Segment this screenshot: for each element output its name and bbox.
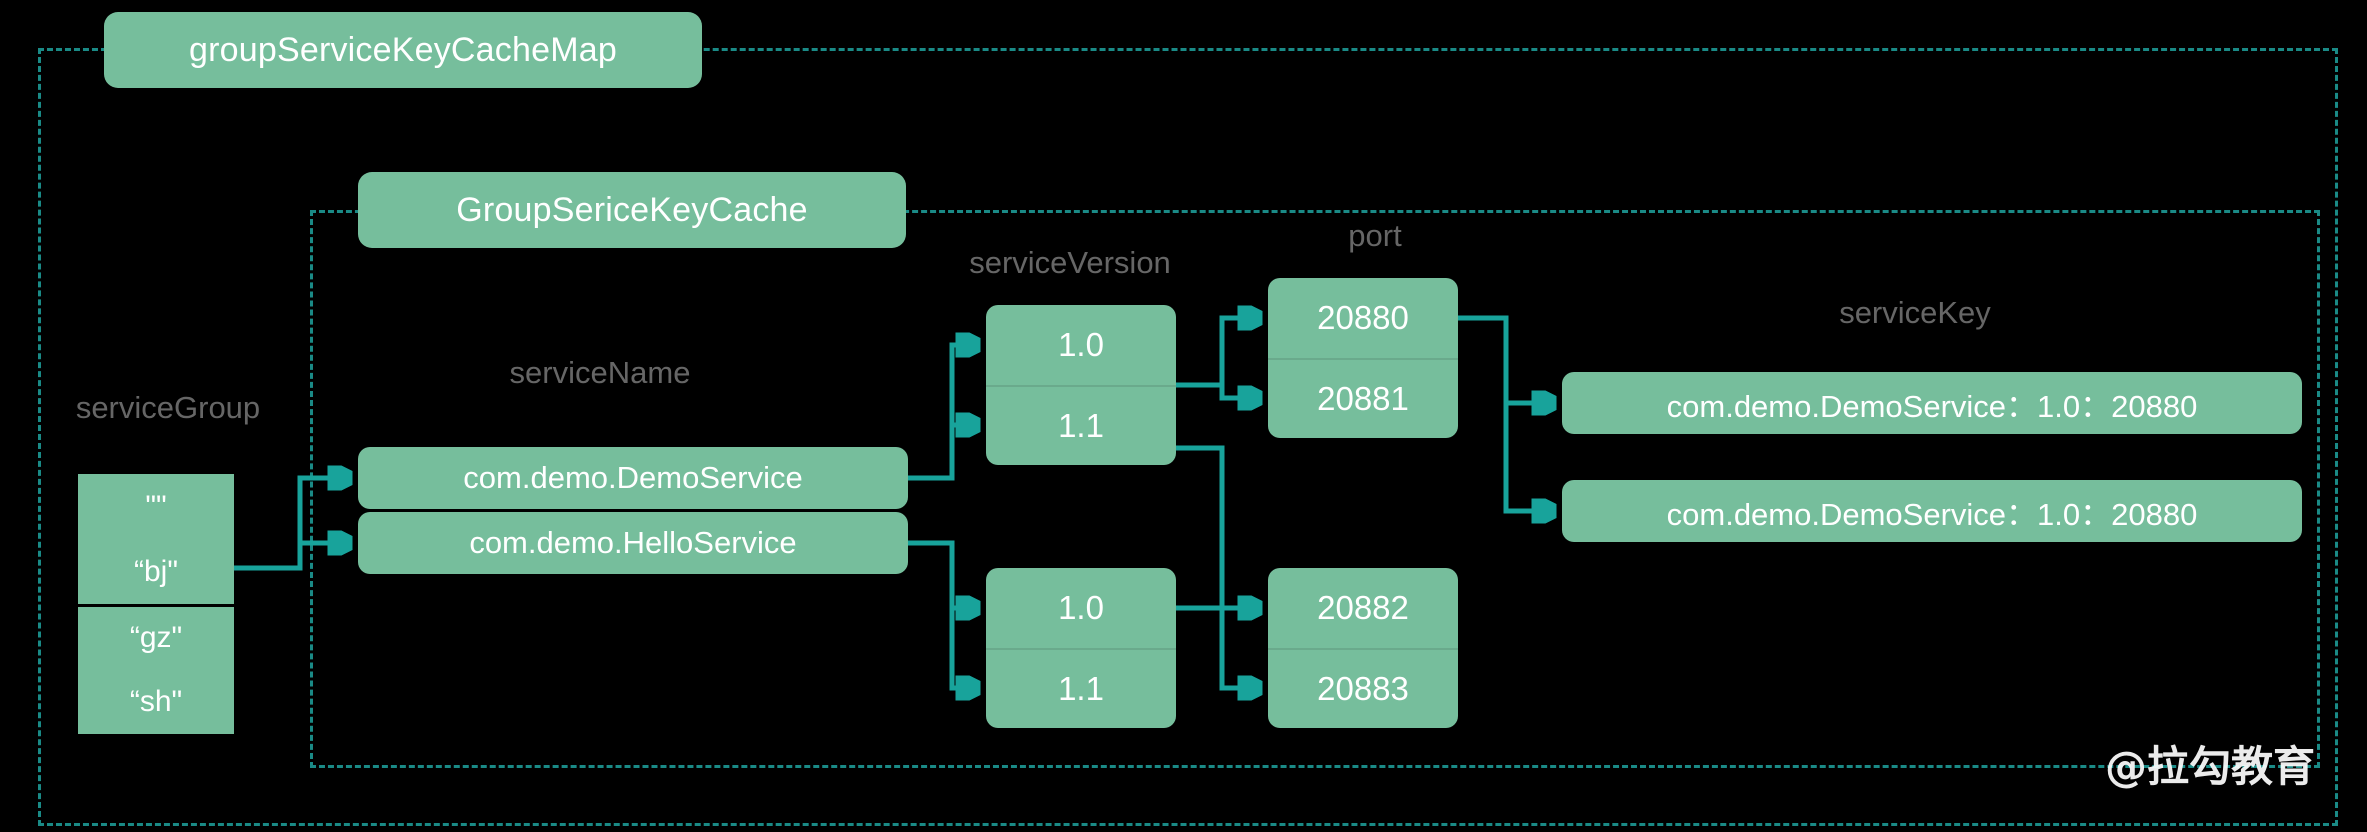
column-label-service-key: serviceKey (1839, 295, 1991, 330)
service-key-box-1: com.demo.DemoService：1.0：20880 (1562, 372, 2302, 434)
port-item: 20881 (1268, 358, 1458, 438)
service-group-item: “sh" (129, 684, 183, 718)
port-item: 20883 (1268, 648, 1458, 728)
service-version-item: 1.1 (986, 648, 1176, 728)
column-label-service-name: serviceName (509, 355, 691, 390)
service-key-box-2: com.demo.DemoService：1.0：20880 (1562, 480, 2302, 542)
service-group-item: "" (145, 489, 167, 523)
port-item: 20882 (1317, 589, 1409, 626)
service-group-item: “bj" (134, 554, 178, 588)
group-serice-key-cache-chip: GroupSericeKeyCache (358, 172, 906, 248)
service-version-stack-bottom: 1.0 1.1 (986, 568, 1176, 728)
watermark: @拉勾教育 (2104, 742, 2315, 791)
service-group-stack: "" “bj" “gz" “sh" (78, 474, 234, 734)
port-stack-bottom: 20882 20883 (1268, 568, 1458, 728)
service-name-demo-service: com.demo.DemoService (358, 447, 908, 509)
service-group-item: “gz" (78, 604, 234, 669)
port-item: 20880 (1317, 299, 1409, 336)
group-service-key-cache-map-chip: groupServiceKeyCacheMap (104, 12, 702, 88)
group-service-key-cache-map-container (38, 48, 2338, 826)
column-label-service-group: serviceGroup (75, 390, 261, 425)
column-label-port: port (1348, 218, 1402, 253)
port-stack-top: 20880 20881 (1268, 278, 1458, 438)
service-version-stack-top: 1.0 1.1 (986, 305, 1176, 465)
column-label-service-version: serviceVersion (969, 245, 1171, 280)
service-name-hello-service: com.demo.HelloService (358, 512, 908, 574)
service-version-item: 1.0 (1058, 589, 1104, 626)
service-version-item: 1.1 (986, 385, 1176, 465)
service-version-item: 1.0 (1058, 326, 1104, 363)
